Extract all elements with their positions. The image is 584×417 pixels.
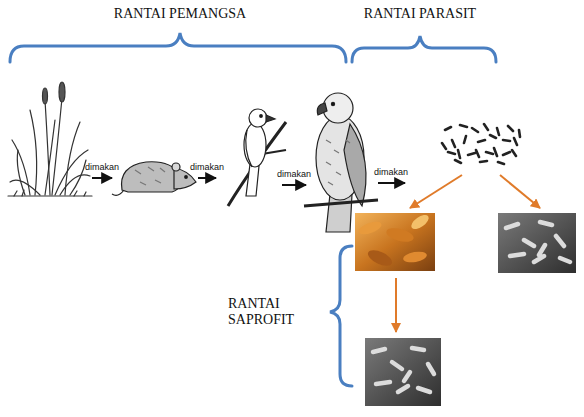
bird-drawing [246, 164, 259, 196]
arrow-label: dimakan [85, 162, 119, 173]
grass-drawing [8, 195, 92, 196]
grass-drawing [43, 88, 48, 104]
bird-drawing [246, 130, 252, 167]
bird-drawing [228, 122, 286, 206]
chain-arrow [282, 184, 306, 186]
grass-drawing [55, 150, 88, 195]
hawk-drawing [323, 93, 353, 123]
microscope-photo [498, 213, 576, 273]
hawk-drawing [331, 102, 334, 105]
chain-heading: RANTAI PEMANGSA [114, 6, 246, 22]
grass-drawing [70, 160, 86, 195]
bracket [10, 33, 346, 62]
hawk-drawing [326, 140, 350, 185]
grass-drawing [17, 150, 25, 195]
arrow-label: dimakan [190, 162, 224, 173]
bracket [10, 33, 496, 386]
leaf-photo [357, 219, 383, 237]
microscope-photo [498, 213, 576, 273]
microscope-photo [365, 338, 441, 406]
rat-drawing [112, 162, 196, 196]
grass-drawing [52, 98, 62, 195]
chain-arrow [378, 182, 405, 184]
chain-heading: RANTAI SAPROFIT [228, 296, 314, 328]
leaf-photo [355, 212, 435, 271]
rat-drawing [122, 162, 182, 192]
hawk-drawing [304, 200, 378, 206]
chain-heading: RANTAI PARASIT [364, 6, 476, 22]
bird-drawing [228, 109, 286, 206]
grass-drawing [12, 140, 30, 195]
bird-drawing [260, 115, 263, 118]
rat-drawing [172, 163, 180, 171]
microscope-photo [506, 222, 570, 262]
hawk-drawing [344, 124, 366, 206]
flow-arrow [410, 175, 462, 208]
parasite-cluster [442, 124, 520, 164]
arrow-label: dimakan [277, 169, 311, 180]
bracket [352, 36, 496, 62]
leaf-photo [355, 213, 435, 271]
leaf-photo [385, 226, 415, 245]
grass-drawing [59, 82, 65, 102]
flow-arrow [395, 278, 397, 332]
bracket [330, 246, 352, 386]
hawk-drawing [304, 93, 378, 232]
bird-drawing [266, 115, 275, 122]
microscope-photo [365, 338, 441, 406]
bird-drawing [244, 123, 266, 167]
leaf-photo [366, 247, 395, 269]
microscope-photo [373, 348, 434, 392]
chain-arrow [92, 177, 112, 179]
rat-drawing [135, 167, 165, 185]
chain-arrow [92, 178, 405, 185]
hawk-drawing [317, 103, 327, 115]
arrow-label: dimakan [374, 167, 408, 178]
grass-drawing [8, 82, 92, 196]
leaf-photo [409, 212, 431, 232]
grass-drawing [14, 190, 86, 196]
rat-drawing [112, 190, 124, 195]
leaf-photo [402, 250, 427, 264]
rat-drawing [185, 176, 188, 179]
grass-drawing [10, 180, 40, 195]
grass-drawing [45, 120, 55, 195]
grass-drawing [65, 122, 80, 195]
chain-arrow [198, 177, 216, 179]
flow-arrow [500, 175, 540, 208]
parasite-cluster [442, 124, 520, 164]
grass-drawing [30, 110, 37, 195]
bird-drawing [249, 109, 267, 127]
